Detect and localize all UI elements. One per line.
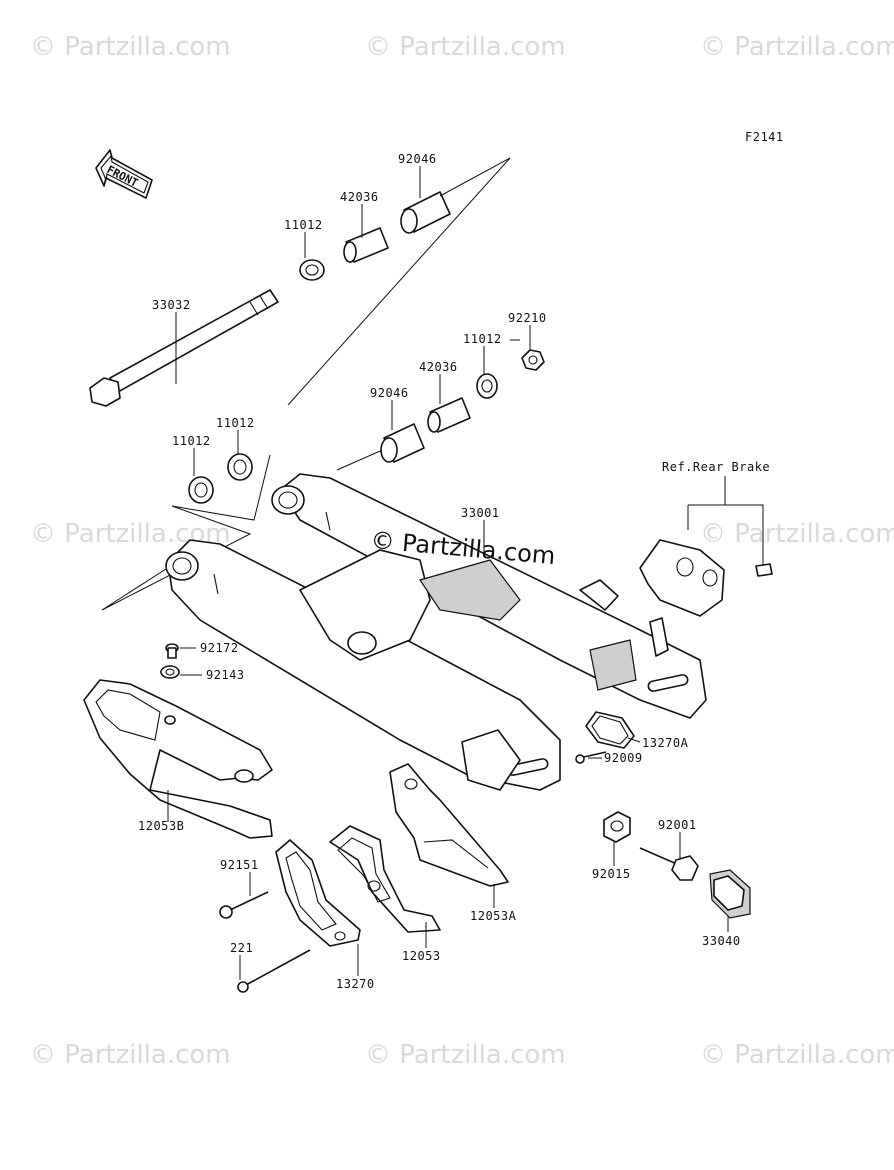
swingarm-33001 [165, 473, 707, 791]
part-label-12053b[interactable]: 12053B [138, 819, 184, 833]
part-label-11012-right[interactable]: 11012 [463, 332, 502, 346]
part-label-92172[interactable]: 92172 [200, 641, 239, 655]
part-label-13270[interactable]: 13270 [336, 977, 375, 991]
part-label-42036-top[interactable]: 42036 [340, 190, 379, 204]
part-label-33001[interactable]: 33001 [461, 506, 500, 520]
watermark-bottom-center: © Partzilla.com [365, 1040, 566, 1070]
pivot-shaft-33032 [89, 289, 279, 407]
bolt-92172 [165, 643, 179, 659]
screw-221 [237, 949, 311, 993]
chain-guard-12053b [83, 679, 273, 839]
right-pivot-parts [380, 349, 545, 463]
upper-pivot-parts [299, 191, 451, 281]
part-label-42036-right[interactable]: 42036 [419, 360, 458, 374]
watermark-bottom-left: © Partzilla.com [30, 1040, 231, 1070]
nut-92015 [603, 811, 631, 843]
part-label-92046-top[interactable]: 92046 [398, 152, 437, 166]
watermark-top-left: © Partzilla.com [30, 32, 231, 62]
part-label-92001[interactable]: 92001 [658, 818, 697, 832]
leader-lines [167, 166, 729, 980]
left-pivot-parts [188, 453, 253, 504]
watermarks: © Partzilla.com © Partzilla.com © Partzi… [30, 32, 894, 1070]
part-label-13270a[interactable]: 13270A [642, 736, 689, 750]
part-label-11012-top[interactable]: 11012 [284, 218, 323, 232]
bolt-92001 [639, 847, 699, 881]
watermark-mid-right: © Partzilla.com [700, 519, 894, 549]
part-labels: 92046 42036 11012 33032 92210 11012 4203… [138, 152, 741, 991]
part-label-33032[interactable]: 33032 [152, 298, 191, 312]
chain-slider-12053a [389, 763, 509, 887]
chain-slider-13270a [575, 711, 635, 764]
part-label-92009[interactable]: 92009 [604, 751, 643, 765]
part-label-12053[interactable]: 12053 [402, 949, 441, 963]
watermark-top-center: © Partzilla.com [365, 32, 566, 62]
part-label-92015[interactable]: 92015 [592, 867, 631, 881]
watermark-bottom-right: © Partzilla.com [700, 1040, 894, 1070]
bolt-92151 [219, 891, 269, 919]
part-label-11012-left-lower[interactable]: 11012 [172, 434, 211, 448]
adjuster-block-33040 [709, 869, 751, 919]
part-label-221[interactable]: 221 [230, 941, 253, 955]
front-direction-arrow: FRONT [95, 149, 153, 199]
chain-guide-12053 [329, 825, 441, 933]
part-label-92151[interactable]: 92151 [220, 858, 259, 872]
part-label-92210[interactable]: 92210 [508, 311, 547, 325]
watermark-top-right: © Partzilla.com [700, 32, 894, 62]
part-label-33040[interactable]: 33040 [702, 934, 741, 948]
guide-plate-13270 [275, 839, 361, 947]
reference-note-rear-brake[interactable]: Ref.Rear Brake [662, 460, 770, 474]
rear-brake-bracket-reference [639, 476, 773, 617]
part-label-92143[interactable]: 92143 [206, 668, 245, 682]
part-label-11012-left-upper[interactable]: 11012 [216, 416, 255, 430]
part-label-92046-right[interactable]: 92046 [370, 386, 409, 400]
part-label-12053a[interactable]: 12053A [470, 909, 517, 923]
figure-code: F2141 [745, 130, 784, 144]
collar-92143 [160, 665, 180, 679]
